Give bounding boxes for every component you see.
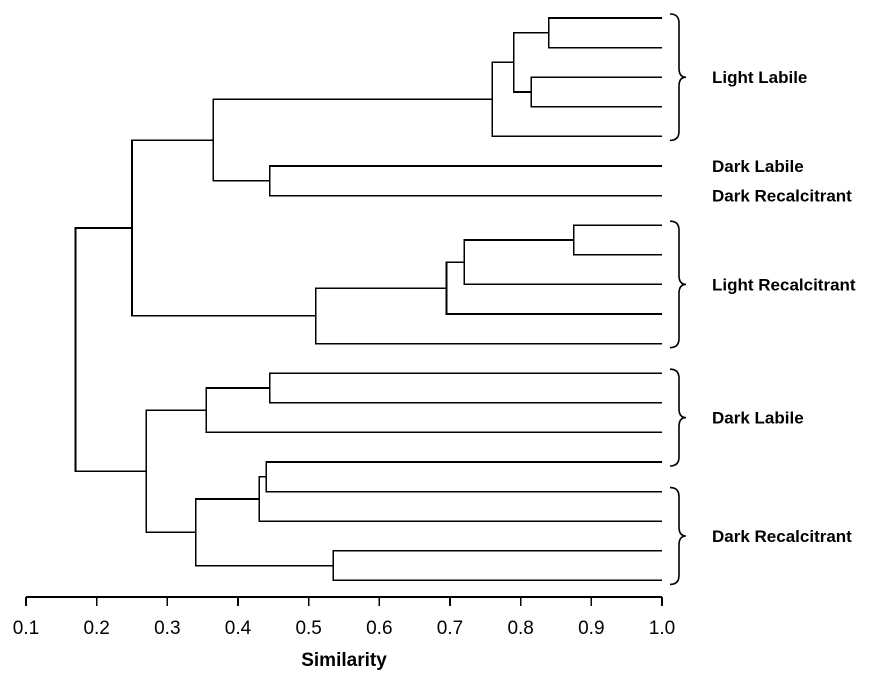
merge-link xyxy=(265,461,662,493)
merge-n1 xyxy=(548,17,662,49)
merge-link xyxy=(194,498,334,567)
group-label: Light Recalcitrant xyxy=(712,275,856,294)
dendrogram-links xyxy=(74,17,662,582)
merge-n9 xyxy=(445,261,662,315)
group-brace xyxy=(669,368,687,467)
merge-n10 xyxy=(314,287,662,345)
merge-link xyxy=(258,476,662,522)
x-tick-label: 0.1 xyxy=(13,618,39,639)
merge-link xyxy=(74,227,147,473)
merge-n5 xyxy=(269,165,662,197)
similarity-axis: 0.1 0.2 0.3 0.4 0.5 0.6 0.7 0.8 0.9 1.0 xyxy=(13,596,675,639)
group-brace xyxy=(669,13,687,142)
x-tick-label: 0.4 xyxy=(225,618,252,639)
merge-n16 xyxy=(332,550,662,582)
merge-link xyxy=(445,261,662,315)
merge-n18 xyxy=(145,409,207,534)
x-tick-label: 0.5 xyxy=(295,618,321,639)
merge-n15 xyxy=(258,476,662,522)
axis-title: Similarity xyxy=(301,650,387,671)
merge-link xyxy=(145,409,207,534)
x-tick-label: 0.7 xyxy=(437,618,463,639)
merge-link xyxy=(572,224,662,256)
group-brace xyxy=(669,220,687,349)
x-tick-label: 0.9 xyxy=(578,618,604,639)
group-brace xyxy=(669,486,687,586)
merge-link xyxy=(332,550,662,582)
group-label: Dark Recalcitrant xyxy=(712,187,852,206)
merge-n19 xyxy=(74,227,147,473)
merge-link xyxy=(530,76,662,108)
merge-n12 xyxy=(269,372,662,404)
merge-link xyxy=(463,239,662,286)
merge-n14 xyxy=(265,461,662,493)
merge-n17 xyxy=(194,498,334,567)
merge-n13 xyxy=(205,387,662,434)
merge-link xyxy=(314,287,662,345)
group-braces xyxy=(669,13,687,586)
group-label: Light Labile xyxy=(712,68,807,87)
x-tick-label: 1.0 xyxy=(649,618,675,639)
merge-link xyxy=(212,98,493,182)
merge-link xyxy=(269,165,662,197)
merge-n7 xyxy=(572,224,662,256)
merge-n6 xyxy=(212,98,493,182)
merge-link xyxy=(491,61,662,138)
x-tick-label: 0.3 xyxy=(154,618,180,639)
group-label: Dark Labile xyxy=(712,409,804,428)
x-tick-label: 0.2 xyxy=(83,618,109,639)
merge-link xyxy=(269,372,662,404)
x-tick-label: 0.8 xyxy=(507,618,533,639)
merge-n8 xyxy=(463,239,662,286)
merge-link xyxy=(548,17,662,49)
merge-n2 xyxy=(530,76,662,108)
merge-link xyxy=(205,387,662,434)
x-tick-label: 0.6 xyxy=(366,618,392,639)
group-label: Dark Recalcitrant xyxy=(712,527,852,546)
merge-n4 xyxy=(491,61,662,138)
group-label: Dark Labile xyxy=(712,157,804,176)
